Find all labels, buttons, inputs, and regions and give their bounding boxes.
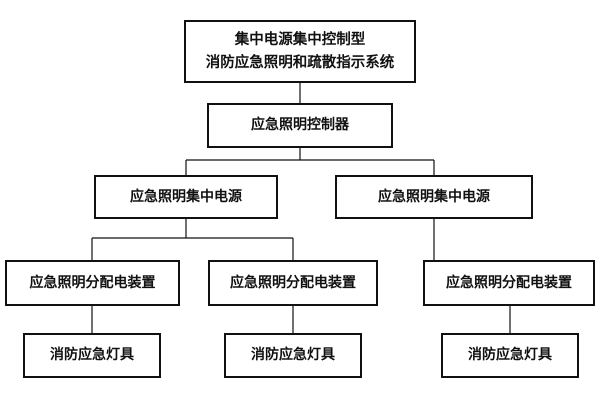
system-title-line-1: 集中电源集中控制型 (234, 32, 366, 49)
controller-box: 应急照明控制器 (207, 103, 393, 148)
system-title-line-2: 消防应急照明和疏散指示系统 (205, 54, 395, 71)
emergency-lamp-label-1: 消防应急灯具 (50, 347, 134, 363)
power-source-label-left: 应急照明集中电源 (130, 188, 242, 205)
power-source-label-right: 应急照明集中电源 (378, 188, 490, 205)
distribution-device-label-1: 应急照明分配电装置 (29, 274, 156, 291)
emergency-lamp-label-2: 消防应急灯具 (251, 347, 335, 363)
system-title-box: 集中电源集中控制型 消防应急照明和疏散指示系统 (184, 20, 416, 83)
distribution-device-label-2: 应急照明分配电装置 (230, 274, 356, 291)
emergency-lamp-label-3: 消防应急灯具 (468, 347, 552, 363)
power-source-box-left: 应急照明集中电源 (94, 175, 278, 219)
distribution-device-box-3: 应急照明分配电装置 (423, 260, 595, 306)
power-source-box-right: 应急照明集中电源 (335, 175, 533, 219)
controller-label: 应急照明控制器 (251, 117, 349, 133)
distribution-device-label-3: 应急照明分配电装置 (446, 274, 572, 291)
distribution-device-box-1: 应急照明分配电装置 (5, 260, 180, 306)
emergency-lamp-box-1: 消防应急灯具 (23, 333, 161, 378)
emergency-lamp-box-3: 消防应急灯具 (441, 333, 579, 378)
emergency-lamp-box-2: 消防应急灯具 (224, 333, 362, 378)
distribution-device-box-2: 应急照明分配电装置 (208, 260, 378, 306)
